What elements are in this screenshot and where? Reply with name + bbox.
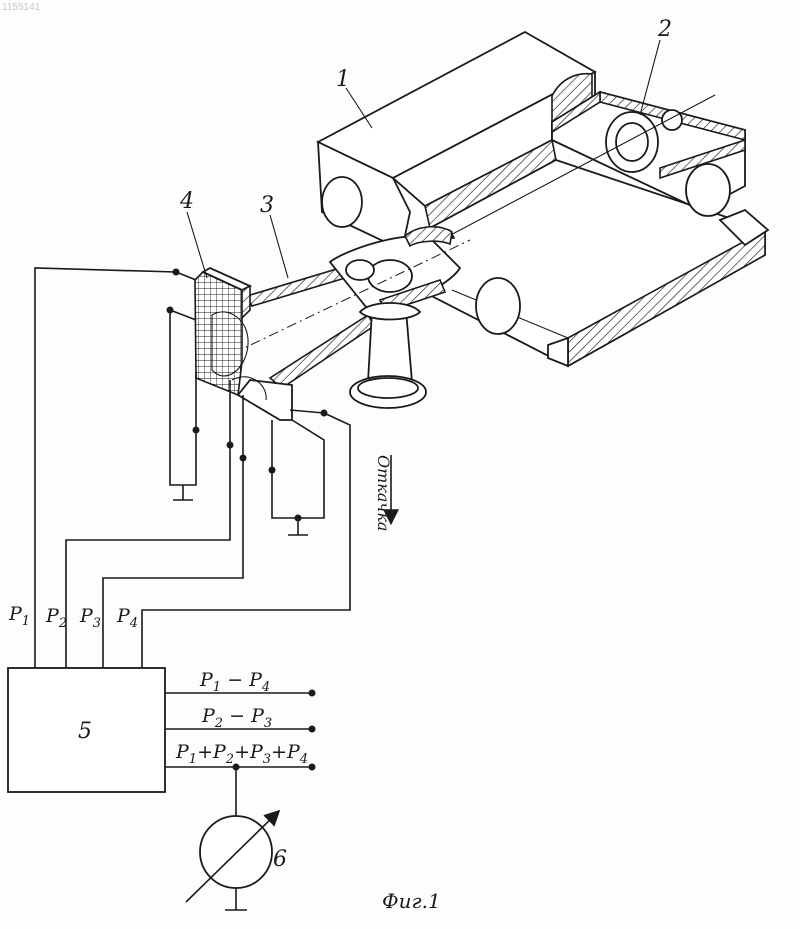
label-6: 6 [273, 847, 287, 872]
label-4: 4 [179, 189, 194, 214]
label-5: 5 [78, 719, 92, 744]
signal-p2: P2 [45, 605, 67, 631]
label-3: 3 [260, 193, 274, 218]
output-label-3: P1+P2+P3+P4 [175, 741, 308, 767]
cone-3 [247, 227, 460, 388]
pump-label: Откачка [374, 455, 393, 531]
document-id: 1155141 [2, 2, 41, 13]
left-porthole [322, 177, 362, 227]
meter-6 [186, 812, 278, 910]
signal-p1: P1 [8, 603, 30, 629]
figure-caption: Фиг.1 [382, 889, 441, 913]
label-1: 1 [336, 67, 350, 92]
output-label-2: P2 − P3 [201, 705, 272, 731]
leader-4 [187, 212, 207, 278]
label-2: 2 [657, 17, 672, 42]
leader-2 [640, 40, 660, 115]
bottom-porthole [476, 278, 520, 334]
signal-p4: P4 [116, 605, 138, 631]
right-porthole [686, 164, 730, 216]
output-label-1: P1 − P4 [199, 669, 270, 695]
signal-p3: P3 [79, 605, 101, 631]
leader-3 [270, 215, 288, 278]
